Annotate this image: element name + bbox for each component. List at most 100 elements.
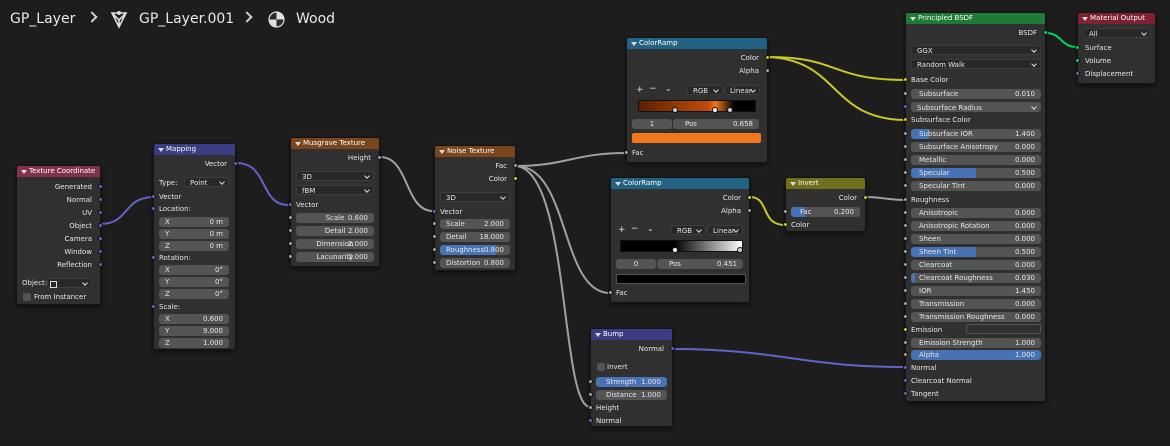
- socket-input[interactable]: [903, 91, 908, 96]
- emission-color-swatch[interactable]: [966, 324, 1041, 334]
- socket-output[interactable]: [765, 55, 770, 60]
- color-mode-dropdown[interactable]: RGB: [671, 225, 706, 235]
- node-colorramp-2[interactable]: ColorRamp Color Alpha + − ⌄ RGB Linear 0…: [608, 177, 752, 303]
- socket-input[interactable]: [588, 405, 593, 410]
- socket-input[interactable]: [1075, 58, 1080, 63]
- from-instancer-checkbox[interactable]: [23, 293, 31, 301]
- object-picker[interactable]: [47, 278, 92, 288]
- socket-input[interactable]: [288, 254, 293, 259]
- socket-input[interactable]: [903, 301, 908, 306]
- socket-input[interactable]: [903, 365, 908, 370]
- socket-input[interactable]: [903, 157, 908, 162]
- socket-input[interactable]: [903, 144, 908, 149]
- socket-output[interactable]: [765, 68, 770, 73]
- socket-input[interactable]: [432, 234, 437, 239]
- socket-input[interactable]: [288, 241, 293, 246]
- socket-input[interactable]: [588, 392, 593, 397]
- socket-input[interactable]: [432, 247, 437, 252]
- node-material-output[interactable]: Material Output All Surface Volume Displ…: [1075, 12, 1156, 84]
- socket-input[interactable]: [903, 391, 908, 396]
- socket-input[interactable]: [783, 222, 788, 227]
- node-header[interactable]: Mapping: [154, 144, 235, 155]
- socket-input[interactable]: [1075, 45, 1080, 50]
- node-header[interactable]: Musgrave Texture: [291, 138, 379, 149]
- node-texture-coordinate[interactable]: Texture Coordinate Generated Normal UV O…: [16, 165, 103, 305]
- node-principled-bsdf[interactable]: Principled BSDF BSDF GGX Random Walk Bas…: [903, 12, 1048, 402]
- socket-input[interactable]: [903, 352, 908, 357]
- socket-input[interactable]: [903, 223, 908, 228]
- socket-input[interactable]: [151, 194, 156, 199]
- breadcrumb-item-data[interactable]: GP_Layer.001: [139, 11, 235, 27]
- socket-input[interactable]: [903, 104, 908, 109]
- socket-input[interactable]: [432, 260, 437, 265]
- stop-color-swatch[interactable]: [632, 133, 761, 143]
- interpolation-dropdown[interactable]: Linear: [707, 225, 743, 235]
- socket-output[interactable]: [513, 176, 518, 181]
- socket-input[interactable]: [588, 379, 593, 384]
- node-mapping[interactable]: Mapping Vector Type: Point Vector Locati…: [151, 143, 238, 350]
- add-stop-button[interactable]: +: [618, 225, 626, 235]
- socket-output[interactable]: [98, 236, 103, 241]
- interpolation-dropdown[interactable]: Linear: [724, 85, 760, 95]
- socket-input[interactable]: [903, 170, 908, 175]
- socket-output[interactable]: [747, 208, 752, 213]
- socket-input[interactable]: [608, 290, 613, 295]
- socket-output[interactable]: [98, 210, 103, 215]
- socket-input[interactable]: [151, 255, 156, 260]
- socket-output[interactable]: [233, 161, 238, 166]
- socket-input[interactable]: [903, 236, 908, 241]
- dimensions-dropdown[interactable]: 3D: [296, 171, 374, 181]
- type-dropdown[interactable]: Point: [184, 177, 229, 187]
- node-header[interactable]: Bump: [591, 329, 672, 340]
- chevron-down-icon[interactable]: ⌄: [647, 224, 654, 233]
- subsurface-radius-dropdown[interactable]: Subsurface Radius: [911, 102, 1041, 112]
- socket-output[interactable]: [98, 197, 103, 202]
- node-header[interactable]: ColorRamp: [627, 38, 767, 49]
- socket-output[interactable]: [747, 195, 752, 200]
- socket-output[interactable]: [1043, 30, 1048, 35]
- breadcrumb-item-object[interactable]: GP_Layer: [10, 11, 76, 27]
- subsurface-method-dropdown[interactable]: Random Walk: [911, 59, 1041, 69]
- socket-output[interactable]: [513, 163, 518, 168]
- stop-index-field[interactable]: 1: [632, 119, 672, 129]
- socket-input[interactable]: [903, 275, 908, 280]
- invert-checkbox[interactable]: [597, 363, 605, 371]
- socket-input[interactable]: [903, 210, 908, 215]
- socket-input[interactable]: [432, 221, 437, 226]
- socket-output[interactable]: [98, 249, 103, 254]
- socket-input[interactable]: [432, 209, 437, 214]
- node-header[interactable]: Material Output: [1078, 13, 1155, 24]
- stop-color-swatch[interactable]: [616, 274, 746, 284]
- node-header[interactable]: ColorRamp: [611, 178, 749, 189]
- color-mode-dropdown[interactable]: RGB: [687, 85, 723, 95]
- ramp-stop[interactable]: [727, 107, 733, 113]
- ramp-stop[interactable]: [672, 247, 678, 253]
